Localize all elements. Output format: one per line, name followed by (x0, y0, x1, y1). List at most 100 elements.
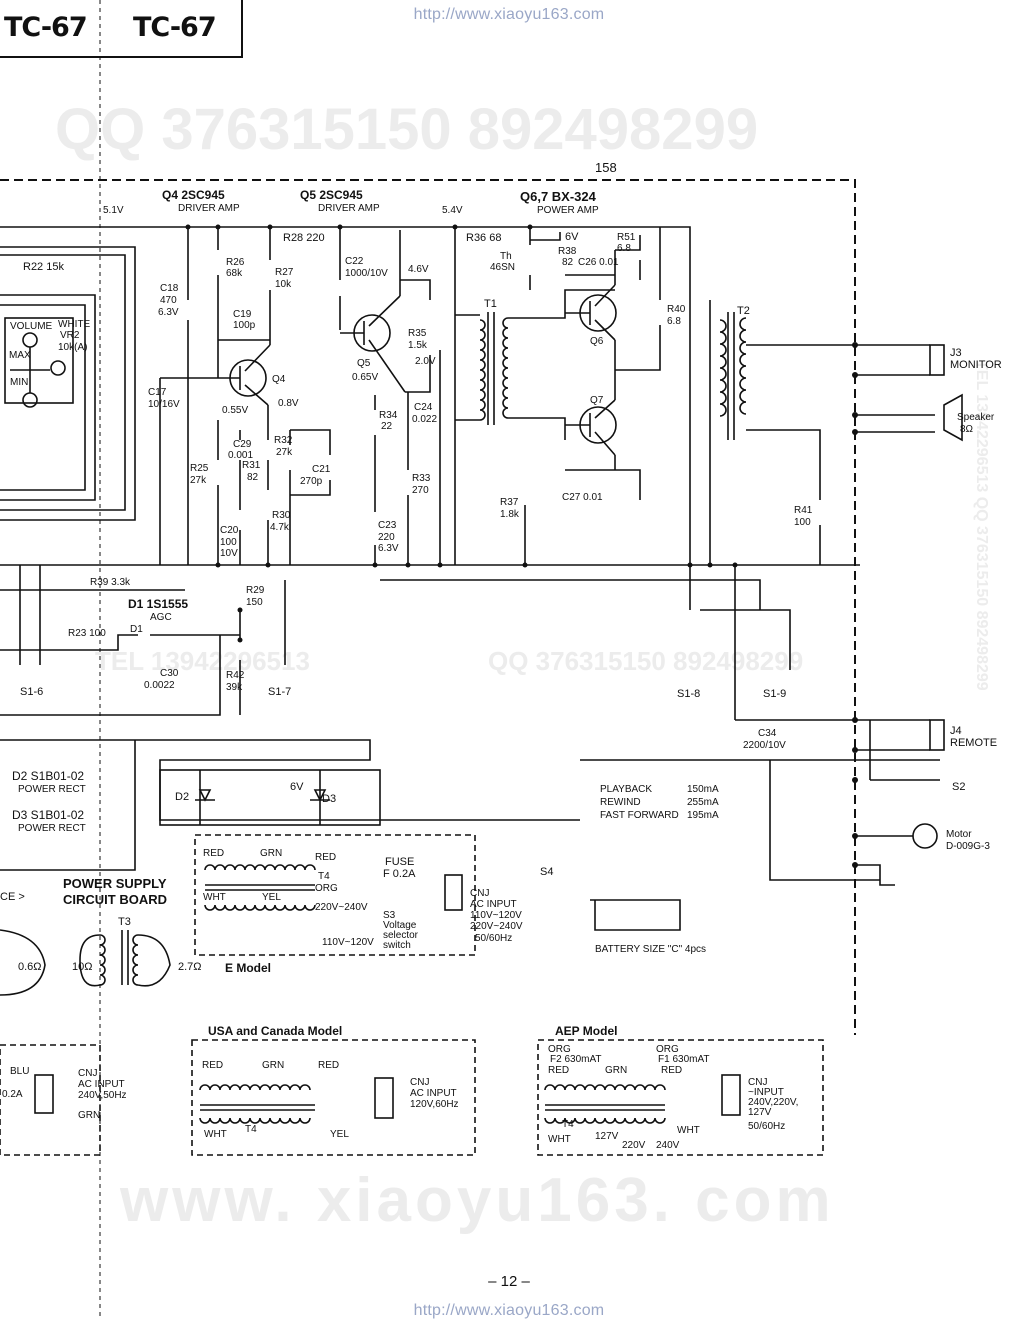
label-c30: C30 (160, 668, 179, 679)
inset-aep-cnj: CNJ (748, 1077, 767, 1088)
label-t4: T4 (318, 871, 330, 882)
label-t1: T1 (484, 298, 497, 310)
label-2v: 2.0V (415, 356, 436, 367)
label-r26v: 68k (226, 268, 243, 279)
label-vr2v: 10k(A) (58, 342, 87, 353)
label-r39: R39 3.3k (90, 577, 131, 588)
label-d1b: D1 (130, 624, 143, 635)
label-t2: T2 (737, 305, 750, 317)
label-d2: D2 S1B01-02 (12, 769, 84, 783)
label-r33v: 270 (412, 485, 429, 496)
label-j3: J3 (950, 347, 962, 359)
label-acin: AC INPUT (470, 899, 517, 910)
label-speaker: Speaker (957, 412, 995, 423)
inset-aep-220: 220V (622, 1140, 646, 1151)
label-c30v: 0.0022 (144, 680, 175, 691)
label-c22: C22 (345, 256, 364, 267)
inset-left-acin: AC INPUT (78, 1079, 125, 1090)
label-r40: R40 (667, 304, 686, 315)
label-battery: BATTERY SIZE "C" 4pcs (595, 944, 706, 955)
label-r27v: 10k (275, 279, 292, 290)
label-d3: D3 S1B01-02 (12, 808, 84, 822)
label-s3b: selector (383, 930, 419, 941)
label-white: WHITE (58, 319, 91, 330)
label-s17: S1-7 (268, 686, 291, 698)
label-c23w: 6.3V (378, 543, 399, 554)
label-s3: S3 (383, 910, 396, 921)
label-emodel: E Model (225, 961, 271, 975)
label-c34v: 2200/10V (743, 740, 786, 751)
label-s2: S2 (952, 781, 965, 793)
label-c27: C27 0.01 (562, 492, 603, 503)
inset-left-v: 240V,50Hz (78, 1090, 127, 1101)
label-c20: C20 (220, 525, 239, 536)
current-mode-2: FAST FORWARD (600, 810, 679, 821)
label-110v: 110V~120V (322, 937, 374, 948)
label-r30v: 4.7k (270, 522, 290, 533)
watermark-url-top: http://www.xiaoyu163.com (413, 6, 605, 23)
label-c17: C17 (148, 387, 167, 398)
label-r37: R37 (500, 497, 519, 508)
inset-usa-v: 120V,60Hz (410, 1099, 459, 1110)
watermark-qq: QQ 376315150 892498299 (55, 97, 759, 162)
label-d3-sub: POWER RECT (18, 823, 86, 834)
inset-aep-f2: F2 630mAT (550, 1054, 602, 1065)
current-mode-1: REWIND (600, 797, 641, 808)
label-r36: R36 68 (466, 232, 501, 244)
label-08v: 0.8V (278, 398, 299, 409)
label-grn: GRN (260, 848, 282, 859)
label-c17v: 10/16V (148, 399, 180, 410)
label-r51: R51 (617, 232, 636, 243)
label-ac2: 220V~240V (470, 921, 523, 932)
label-s16: S1-6 (20, 686, 43, 698)
label-q7: Q7 (590, 395, 604, 406)
label-ac3: 50/60Hz (475, 933, 512, 944)
label-c19v: 100p (233, 320, 256, 331)
page-number: – 12 – (488, 1273, 530, 1290)
label-4v6: 4.6V (408, 264, 429, 275)
label-c34: C34 (758, 728, 777, 739)
label-r23: R23 100 (68, 628, 106, 639)
current-value-0: 150mA (687, 784, 719, 795)
label-c22v: 1000/10V (345, 268, 388, 279)
label-r22: R22 15k (23, 261, 64, 273)
inset-usa-red: RED (202, 1060, 223, 1071)
label-c23v: 220 (378, 532, 395, 543)
label-motor: Motor (946, 829, 972, 840)
label-r27: R27 (275, 267, 294, 278)
label-q5-b: Q5 (357, 358, 371, 369)
current-mode-0: PLAYBACK (600, 784, 652, 795)
label-r37v: 1.8k (500, 509, 520, 520)
label-c20w: 10V (220, 548, 238, 559)
label-fuse: FUSE (385, 856, 414, 868)
label-r40v: 6.8 (667, 316, 681, 327)
label-ohm1: 0.6Ω (18, 961, 42, 973)
label-r41: R41 (794, 505, 813, 516)
inset-aep-wht2: WHT (677, 1125, 700, 1136)
label-r41v: 100 (794, 517, 811, 528)
label-remote: REMOTE (950, 737, 997, 749)
label-c20v: 100 (220, 537, 237, 548)
inset-aep-240: 240V (656, 1140, 680, 1151)
label-r42v: 39k (226, 682, 243, 693)
label-d2-sub: POWER RECT (18, 784, 86, 795)
model-label-left: TC-67 (4, 12, 88, 43)
label-r29v: 150 (246, 597, 263, 608)
inset-aep-127: 127V (595, 1131, 619, 1142)
label-c19: C19 (233, 309, 252, 320)
model-label-right: TC-67 (133, 12, 217, 43)
label-220v: 220V~240V (315, 902, 368, 913)
label-r42: R42 (226, 670, 245, 681)
label-q4-sub: DRIVER AMP (178, 203, 240, 214)
label-r38v: 82 (562, 257, 574, 268)
label-c24v: 0.022 (412, 414, 437, 425)
watermark-url-bottom: http://www.xiaoyu163.com (413, 1302, 605, 1319)
label-psu-1: POWER SUPPLY (63, 876, 167, 891)
inset-aep-hz: 50/60Hz (748, 1121, 785, 1132)
label-r31: R31 (242, 460, 261, 471)
inset-aep-wht1: WHT (548, 1134, 571, 1145)
label-r34: R34 (379, 410, 398, 421)
label-s18: S1-8 (677, 688, 700, 700)
